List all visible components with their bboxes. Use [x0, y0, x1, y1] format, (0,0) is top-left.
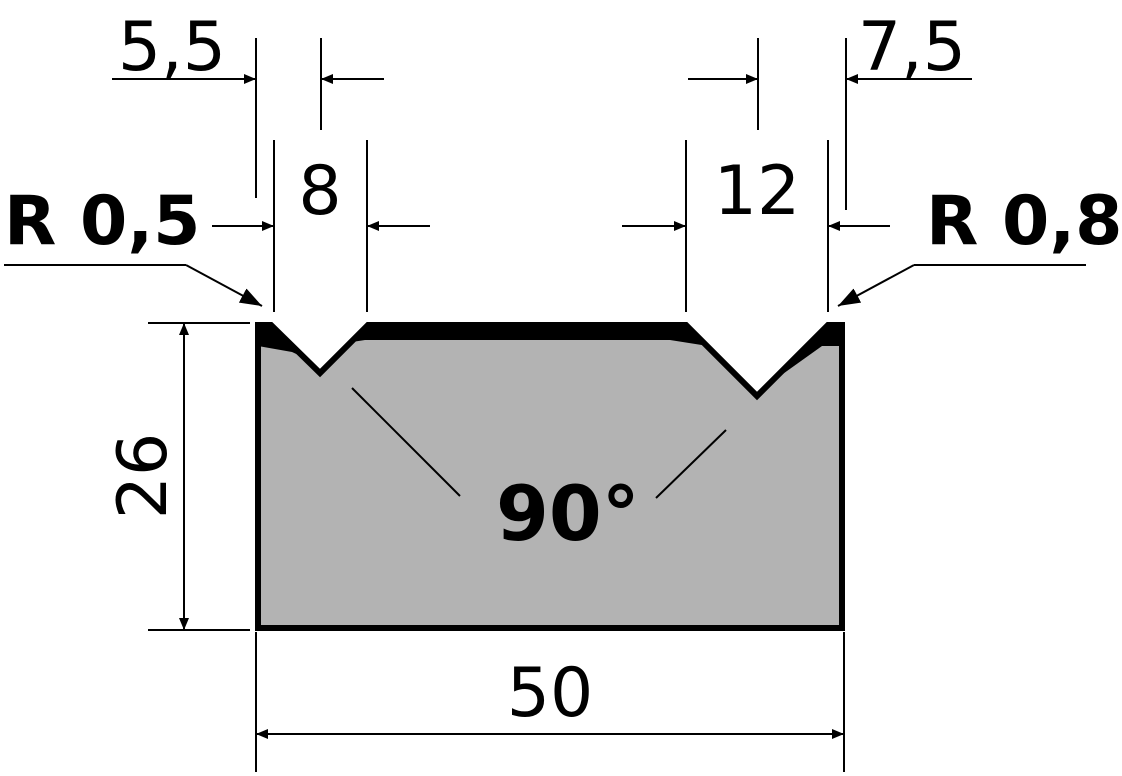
angle-label: 90° [496, 469, 640, 558]
left-v-width-dimension: 8 [212, 140, 430, 312]
die-body [255, 322, 845, 631]
right-edge-strip [780, 325, 842, 376]
top-edge-strip [352, 325, 708, 346]
left-offset-dimension: 5,5 [112, 8, 384, 198]
right-radius-callout: R 0,8 [837, 182, 1122, 307]
right-radius-label: R 0,8 [926, 182, 1122, 261]
right-offset-label: 7,5 [858, 8, 966, 87]
right-offset-dimension: 7,5 [688, 8, 972, 210]
left-radius-callout: R 0,5 [4, 182, 263, 307]
right-v-width-dimension: 12 [622, 140, 890, 312]
angle-line-right [655, 429, 727, 499]
left-radius-label: R 0,5 [4, 182, 201, 261]
height-label: 26 [104, 433, 183, 520]
width-label: 50 [507, 654, 594, 733]
right-v-width-label: 12 [714, 152, 801, 231]
left-edge-strip [258, 325, 305, 358]
width-dimension: 50 [255, 632, 845, 772]
height-dimension: 26 [104, 322, 250, 631]
left-v-width-label: 8 [298, 152, 341, 231]
left-offset-label: 5,5 [118, 8, 226, 87]
angle-line-left [351, 387, 461, 497]
